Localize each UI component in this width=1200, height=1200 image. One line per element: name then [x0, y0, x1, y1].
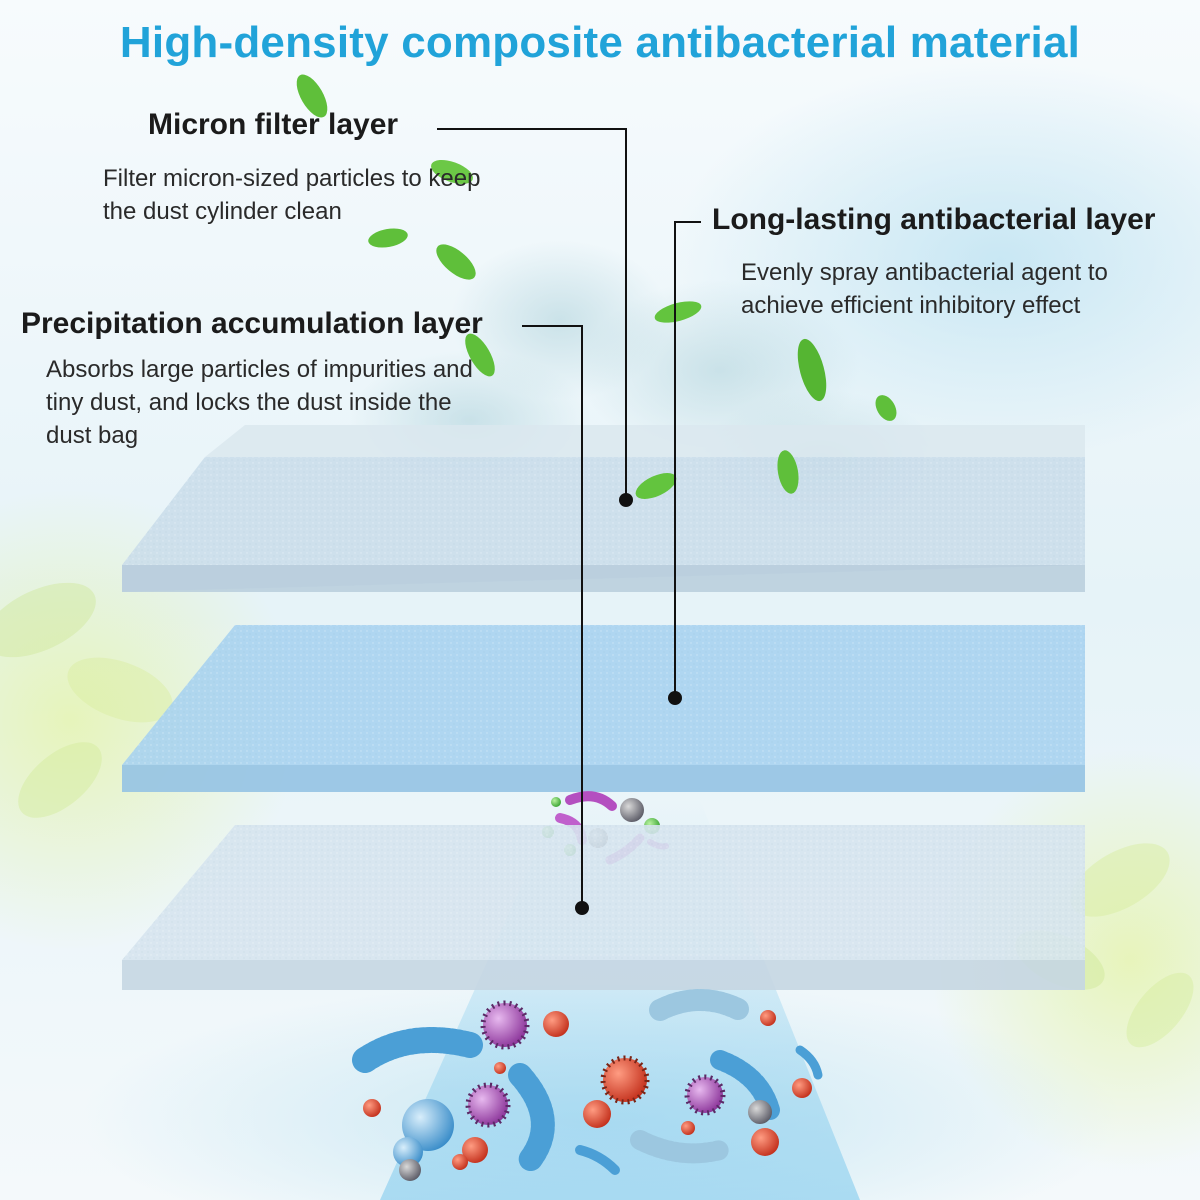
virus-icon: [684, 1074, 726, 1116]
precipitation-layer-description: Absorbs large particles of impurities an…: [46, 356, 473, 449]
microbe-cloud: [352, 989, 823, 1181]
bacteria-icon: [630, 1130, 730, 1164]
leader-line-micron: [437, 128, 627, 500]
bacteria-icon: [393, 1137, 423, 1167]
leaf-icon: [654, 301, 702, 323]
bacteria-icon: [508, 1063, 555, 1172]
bacteria-icon: [565, 791, 617, 811]
leader-lines: [437, 128, 701, 908]
bacteria-icon: [352, 1027, 483, 1073]
virus-icon: [399, 1159, 421, 1181]
bacteria-icon: [575, 1145, 620, 1175]
virus-icon: [600, 1055, 650, 1105]
leaf-icon: [635, 473, 677, 499]
spore-icon: [681, 1121, 695, 1135]
bacteria-icon: [402, 1099, 454, 1151]
spore-icon: [751, 1128, 779, 1156]
marker-dot-long-lasting: [668, 691, 682, 705]
virus-icon: [465, 1082, 511, 1128]
leader-line-long-lasting: [674, 221, 701, 698]
leaf-icon: [368, 228, 408, 248]
micron-layer-heading: Micron filter layer: [148, 108, 399, 141]
leaf-icon: [777, 450, 799, 494]
virus-icon: [620, 798, 644, 822]
marker-dot-micron: [619, 493, 633, 507]
precipitation-layer-heading: Precipitation accumulation layer: [21, 307, 483, 340]
spore-icon: [792, 1078, 812, 1098]
antibacterial-layer-heading: Long-lasting antibacterial layer: [712, 203, 1156, 236]
background-glow-left: [0, 490, 300, 950]
spore-icon: [551, 797, 561, 807]
spore-icon: [583, 1100, 611, 1128]
leaf-icon: [465, 333, 495, 377]
leaf-icon: [436, 244, 476, 280]
spore-icon: [543, 1011, 569, 1037]
leaf-icon: [797, 338, 827, 402]
precipitation-sheet: [122, 825, 1085, 990]
spore-icon: [452, 1154, 468, 1170]
micron-layer-description: Filter micron-sized particles to keep th…: [103, 165, 481, 225]
leaf-icon: [431, 159, 473, 185]
bacteria-icon: [795, 1045, 823, 1080]
spore-icon: [462, 1137, 488, 1163]
leader-line-precipitation: [522, 325, 583, 908]
antibacterial-sheet: [122, 625, 1085, 792]
marker-dot-precipitation: [575, 901, 589, 915]
virus-icon: [480, 1000, 530, 1050]
leaf-icon: [875, 395, 897, 421]
spore-icon: [760, 1010, 776, 1026]
floating-leaves: [296, 74, 897, 499]
spore-icon: [494, 1062, 506, 1074]
page-title: High-density composite antibacterial mat…: [119, 18, 1081, 67]
virus-icon: [748, 1100, 772, 1124]
micron-filter-sheet: [122, 425, 1085, 592]
spore-icon: [363, 1099, 381, 1117]
bacteria-icon: [649, 989, 751, 1021]
leaf-icon: [296, 74, 328, 118]
antibacterial-layer-description: Evenly spray antibacterial agent to achi…: [741, 259, 1108, 319]
